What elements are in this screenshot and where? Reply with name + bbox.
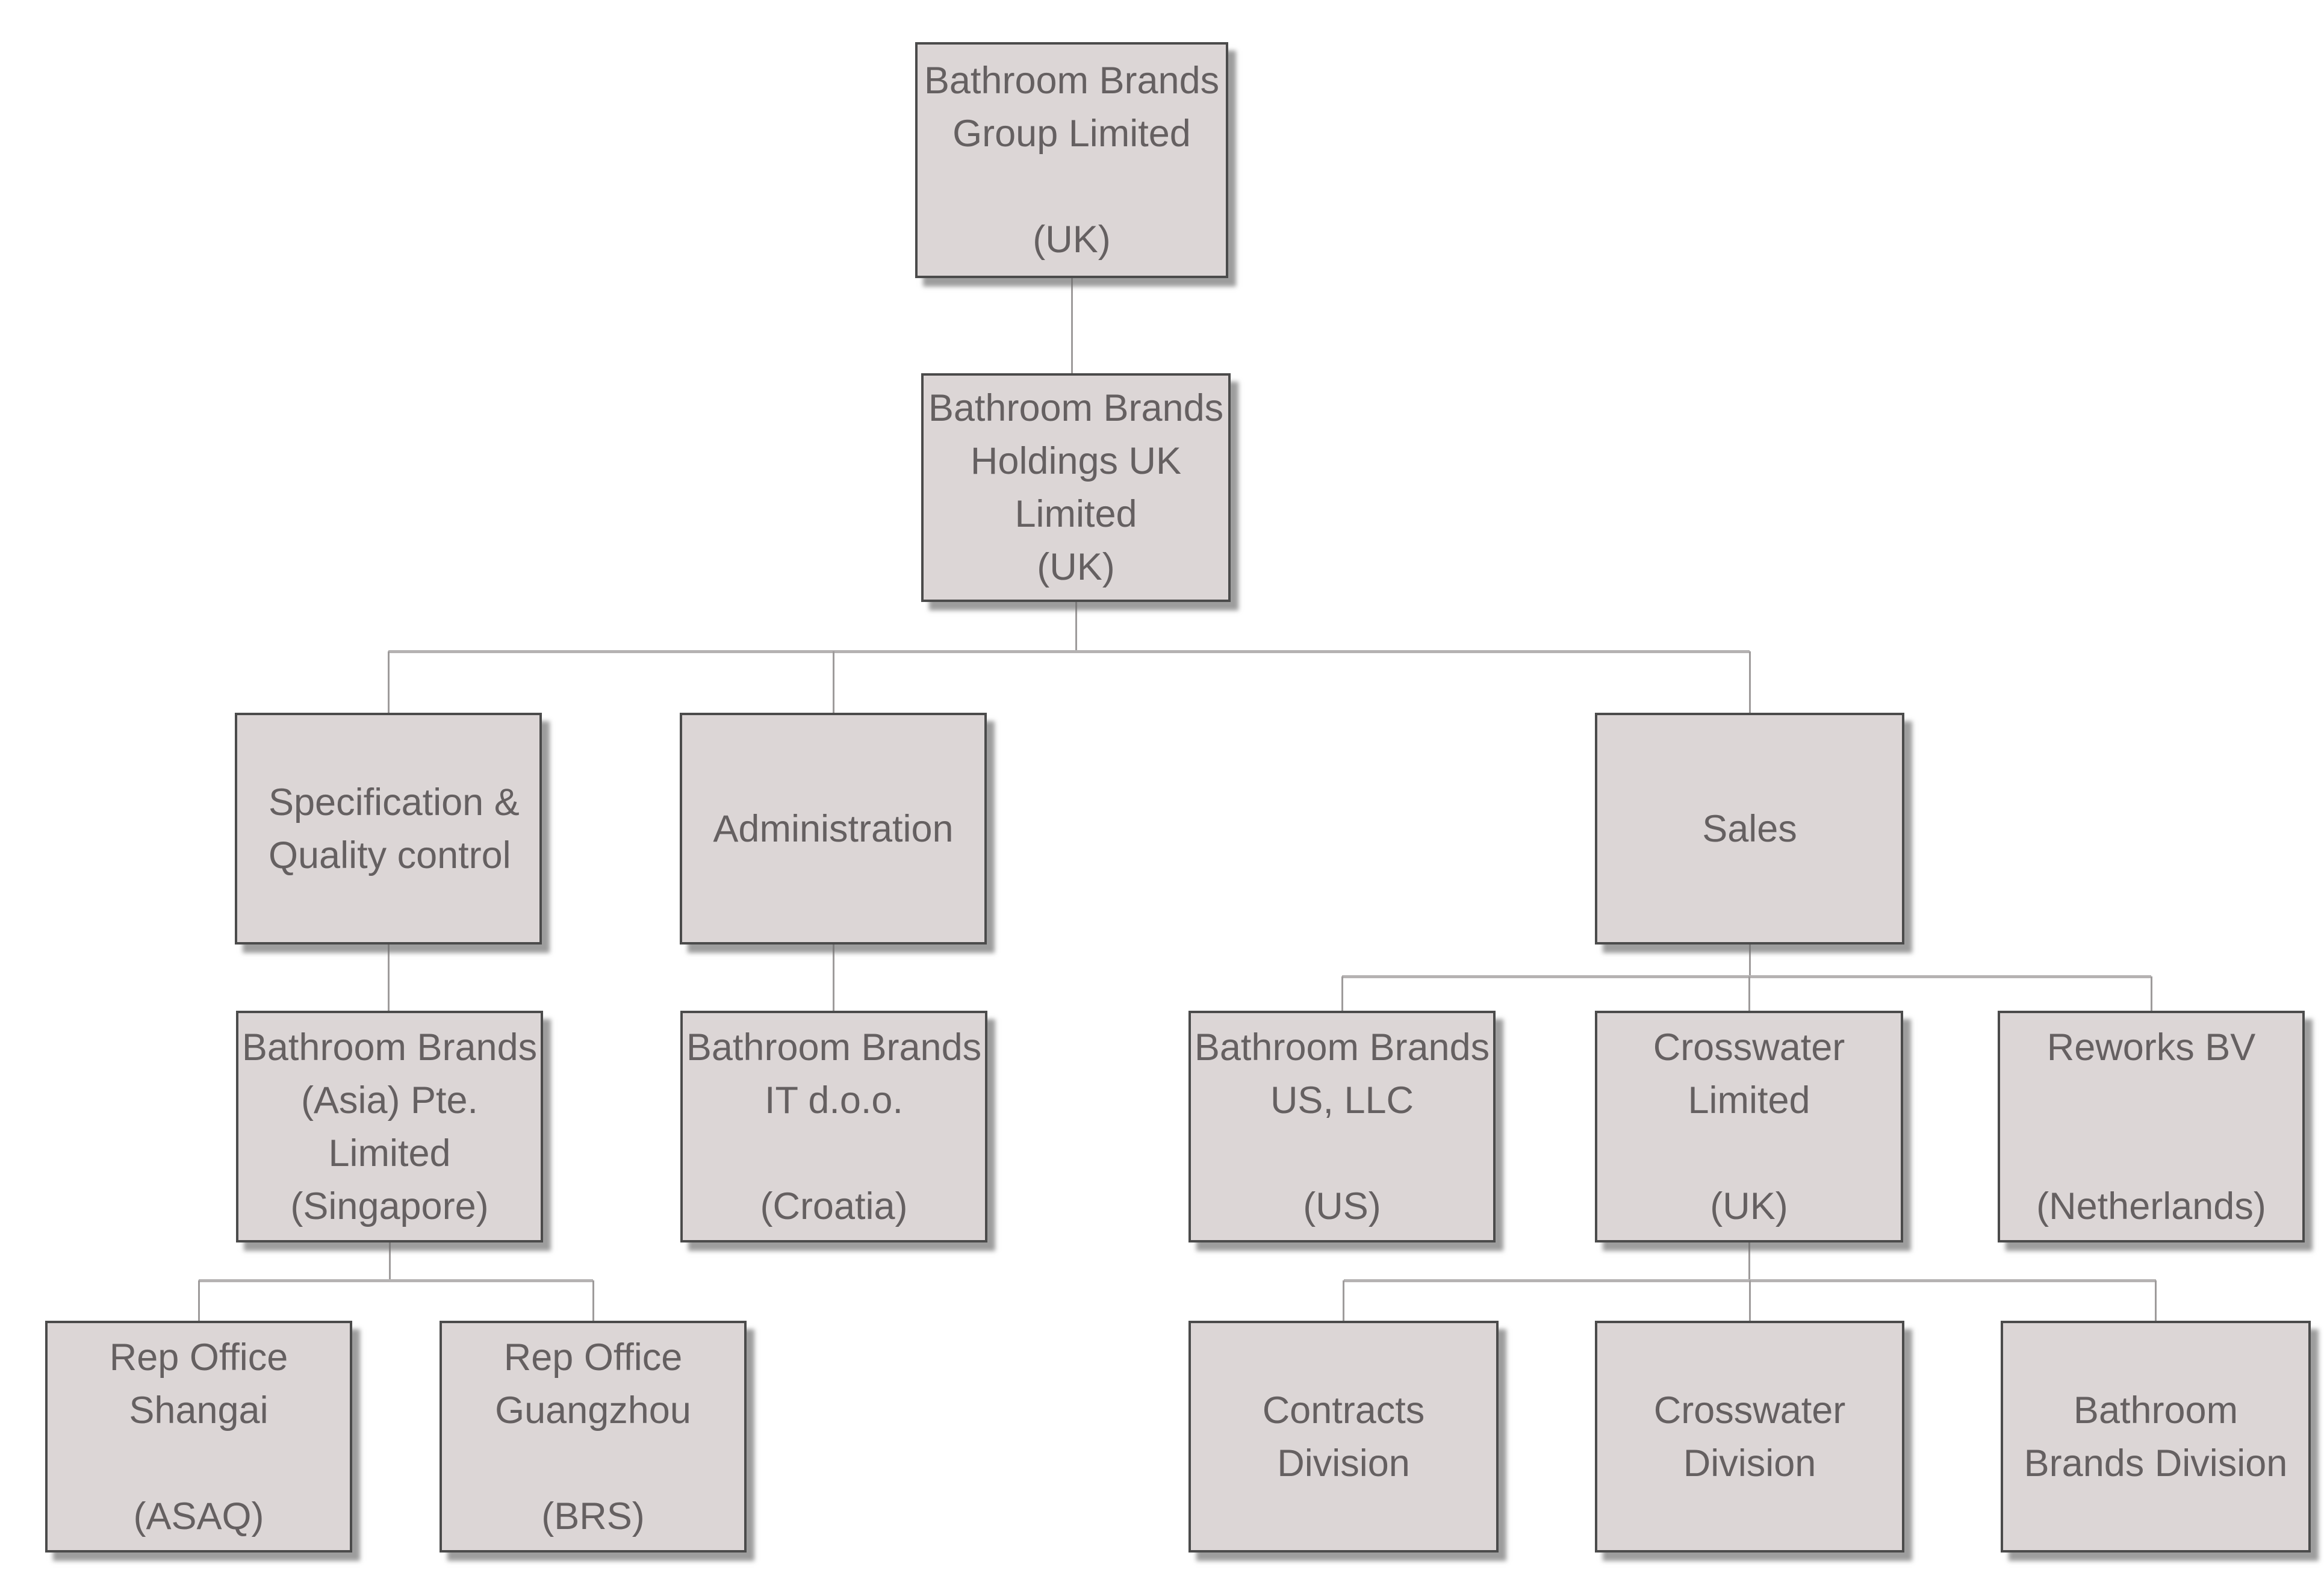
connector-line-vertical bbox=[1748, 1242, 1750, 1280]
org-node-text-line: Division bbox=[1277, 1442, 1410, 1484]
org-node-admin: Administration bbox=[680, 713, 987, 945]
org-node-text-line: Limited bbox=[1014, 493, 1137, 535]
org-node-reworks: Reworks BV (Netherlands) bbox=[1998, 1011, 2305, 1242]
org-node-text-line: US, LLC bbox=[1270, 1079, 1414, 1121]
org-node-text-line: Group Limited bbox=[952, 113, 1191, 155]
org-node-text-line: Rep Office bbox=[503, 1336, 683, 1379]
connector-line-vertical bbox=[1748, 976, 1750, 1011]
connector-line-vertical bbox=[1075, 602, 1077, 651]
org-node-text-line: Rep Office bbox=[109, 1336, 288, 1379]
org-node-text-line: Guangzhou bbox=[495, 1389, 691, 1432]
org-node-text-line: Holdings UK bbox=[970, 440, 1182, 482]
org-node-text-line: (Asia) Pte. bbox=[300, 1079, 479, 1121]
org-node-text-line: Quality control bbox=[269, 834, 511, 876]
connector-line-vertical bbox=[387, 651, 390, 713]
org-node-text-line: (ASAQ) bbox=[133, 1495, 264, 1537]
org-node-text-line: (US) bbox=[1303, 1185, 1381, 1227]
connector-line-vertical bbox=[832, 945, 834, 1011]
org-node-text-line: IT d.o.o. bbox=[765, 1079, 903, 1121]
org-node-text-line: Sales bbox=[1702, 807, 1797, 850]
org-node-text-line: Limited bbox=[328, 1132, 451, 1174]
connector-line-vertical bbox=[388, 1242, 391, 1280]
org-node-asia: Bathroom Brands (Asia) Pte. Limited (Singap… bbox=[236, 1011, 543, 1242]
org-node-text-line: Bathroom Brands bbox=[924, 60, 1220, 102]
org-node-text-line: Reworks BV bbox=[2046, 1026, 2256, 1069]
org-node-text-line: Bathroom Brands bbox=[241, 1026, 538, 1069]
connector-line-vertical bbox=[2150, 976, 2152, 1011]
org-node-text-line: (UK) bbox=[1033, 219, 1111, 261]
connector-line-vertical bbox=[1343, 1280, 1344, 1321]
connector-line-vertical bbox=[2155, 1280, 2157, 1321]
org-node-text-line: (BRS) bbox=[541, 1495, 645, 1537]
org-node-text-line: Contracts bbox=[1262, 1389, 1425, 1432]
connector-line-horizontal bbox=[199, 1279, 593, 1282]
connector-line-vertical bbox=[387, 945, 390, 1011]
connector-line-vertical bbox=[1748, 1280, 1751, 1321]
org-node-text-line: (UK) bbox=[1710, 1185, 1788, 1227]
connector-line-horizontal bbox=[388, 650, 1750, 653]
org-node-text-line: Limited bbox=[1688, 1079, 1810, 1121]
org-node-text-line: Bathroom Brands bbox=[928, 387, 1224, 429]
connector-line-vertical bbox=[1070, 278, 1073, 373]
org-node-sales: Sales bbox=[1595, 713, 1904, 945]
connector-line-vertical bbox=[197, 1280, 200, 1321]
connector-line-vertical bbox=[592, 1280, 594, 1321]
org-node-text-line: (UK) bbox=[1037, 546, 1115, 588]
org-node-text-line: Bathroom Brands bbox=[686, 1026, 982, 1069]
org-node-text-line: (Singapore) bbox=[290, 1185, 489, 1227]
org-node-spec: Specification & Quality control bbox=[235, 713, 542, 945]
org-node-text-line: Shangai bbox=[129, 1389, 269, 1432]
org-node-text-line: (Netherlands) bbox=[2036, 1185, 2266, 1227]
org-node-text-line: (Croatia) bbox=[760, 1185, 908, 1227]
org-node-text-line: Administration bbox=[713, 807, 954, 850]
org-node-text-line: Crosswater bbox=[1653, 1389, 1846, 1432]
org-node-text-line: Specification & bbox=[269, 781, 520, 824]
org-node-text-line: Bathroom bbox=[2073, 1389, 2239, 1432]
org-node-it: Bathroom Brands IT d.o.o. (Croatia) bbox=[680, 1011, 987, 1242]
connector-line-vertical bbox=[1341, 976, 1343, 1011]
connector-line-vertical bbox=[1748, 945, 1751, 976]
org-node-text-line: Bathroom Brands bbox=[1194, 1026, 1490, 1069]
connector-line-vertical bbox=[832, 651, 834, 713]
org-node-text-line: Brands Division bbox=[2024, 1442, 2288, 1484]
org-node-text-line: Division bbox=[1683, 1442, 1816, 1484]
connector-line-horizontal bbox=[1342, 975, 2151, 978]
connector-line-vertical bbox=[1748, 651, 1751, 713]
org-node-text-line: Crosswater bbox=[1653, 1026, 1845, 1069]
